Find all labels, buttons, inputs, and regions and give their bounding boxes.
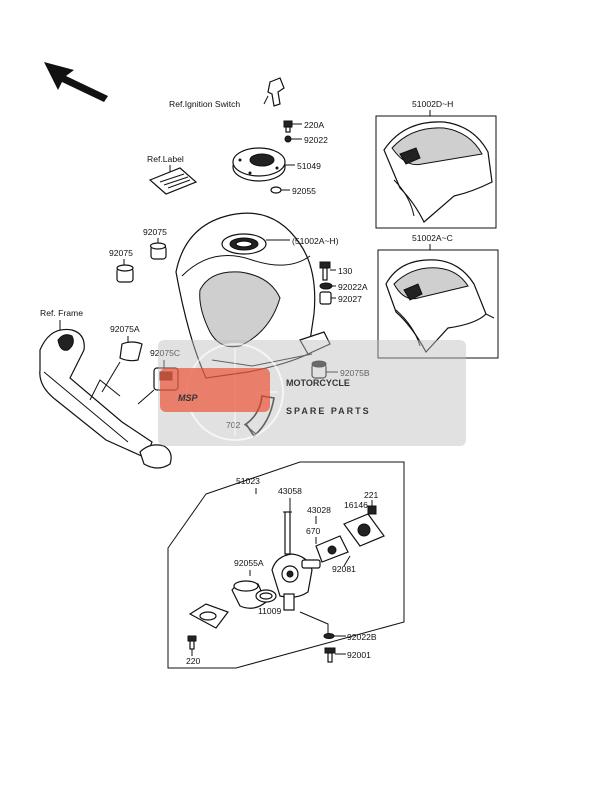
cover-16146-part [343,500,385,547]
label-130: 130 [338,266,353,276]
label-43058: 43058 [278,486,302,496]
watermark: MSP MOTORCYCLE SPARE PARTS [158,340,466,446]
rubber-damper-92075-left-part [116,264,134,283]
arrow-up-left-icon [44,62,108,102]
bolt-130-part [319,261,336,281]
watermark-line1: MOTORCYCLE [286,378,350,388]
o-ring-11009-part [255,589,277,603]
side-cover-51002a-box [377,249,499,359]
label-ref-ignition-switch: Ref.Ignition Switch [169,99,240,109]
label-51023: 51023 [236,476,260,486]
label-ref-label: Ref.Label [147,154,184,164]
fuel-cock-assembly-box [167,461,405,669]
label-51002a-h: (51002A~H) [292,236,339,246]
label-92075-a: 92075 [109,248,133,258]
label-670: 670 [306,526,321,536]
label-92075-b: 92075 [143,227,167,237]
rubber-pad-92075a-part [119,341,143,362]
label-92027: 92027 [338,294,362,304]
label-92022b: 92022B [347,632,377,642]
label-51002a-c: 51002A~C [412,233,453,243]
collar-92027-part [319,291,336,305]
label-92081: 92081 [332,564,356,574]
label-220a: 220A [304,120,324,130]
label-92022: 92022 [304,135,328,145]
watermark-logo: MSP [178,393,199,403]
label-702: 702 [226,420,241,430]
washer-92022b-part [323,633,335,639]
fuel-cap-51049-part [232,147,295,182]
label-51049: 51049 [297,161,321,171]
frame-ref-part [39,328,172,469]
leader-92022b [299,611,329,634]
screw-220-part [187,635,197,656]
watermark-line2: SPARE PARTS [286,406,371,416]
washer-92022-part [284,135,292,143]
gasket-43028-part [315,535,349,563]
fuel-tank-part [175,212,331,379]
bolt-220a-part [283,120,302,133]
gasket-plate-part [188,603,229,629]
ignition-switch-ref-part [263,77,285,107]
label-92075c: 92075C [150,348,180,358]
label-92001: 92001 [347,650,371,660]
label-92075a: 92075A [110,324,140,334]
bolt-92001-part [324,647,346,663]
side-cover-51002a-part [385,259,495,354]
side-cover-51002d-part [383,121,493,223]
label-92022a: 92022A [338,282,368,292]
ref-label-sticker-part [148,165,198,195]
label-92055: 92055 [292,186,316,196]
lever-43058-part [283,511,292,555]
o-ring-92055-part [270,186,282,194]
label-51002d-h: 51002D~H [412,99,453,109]
rubber-damper-92075b-part [311,360,338,379]
rubber-damper-92075-right-part [149,242,167,260]
label-220: 220 [186,656,201,666]
label-16146: 16146 [344,500,368,510]
label-92055a: 92055A [234,558,264,568]
fuel-cock-body-part [271,553,321,611]
label-ref-frame: Ref. Frame [40,308,83,318]
washer-92022a-part [319,282,333,290]
label-43028: 43028 [307,505,331,515]
side-cover-51002d-box [375,115,497,229]
label-11009: 11009 [258,606,281,616]
hose-702-part [243,395,275,438]
label-92075b: 92075B [340,368,370,378]
label-221: 221 [364,490,379,500]
